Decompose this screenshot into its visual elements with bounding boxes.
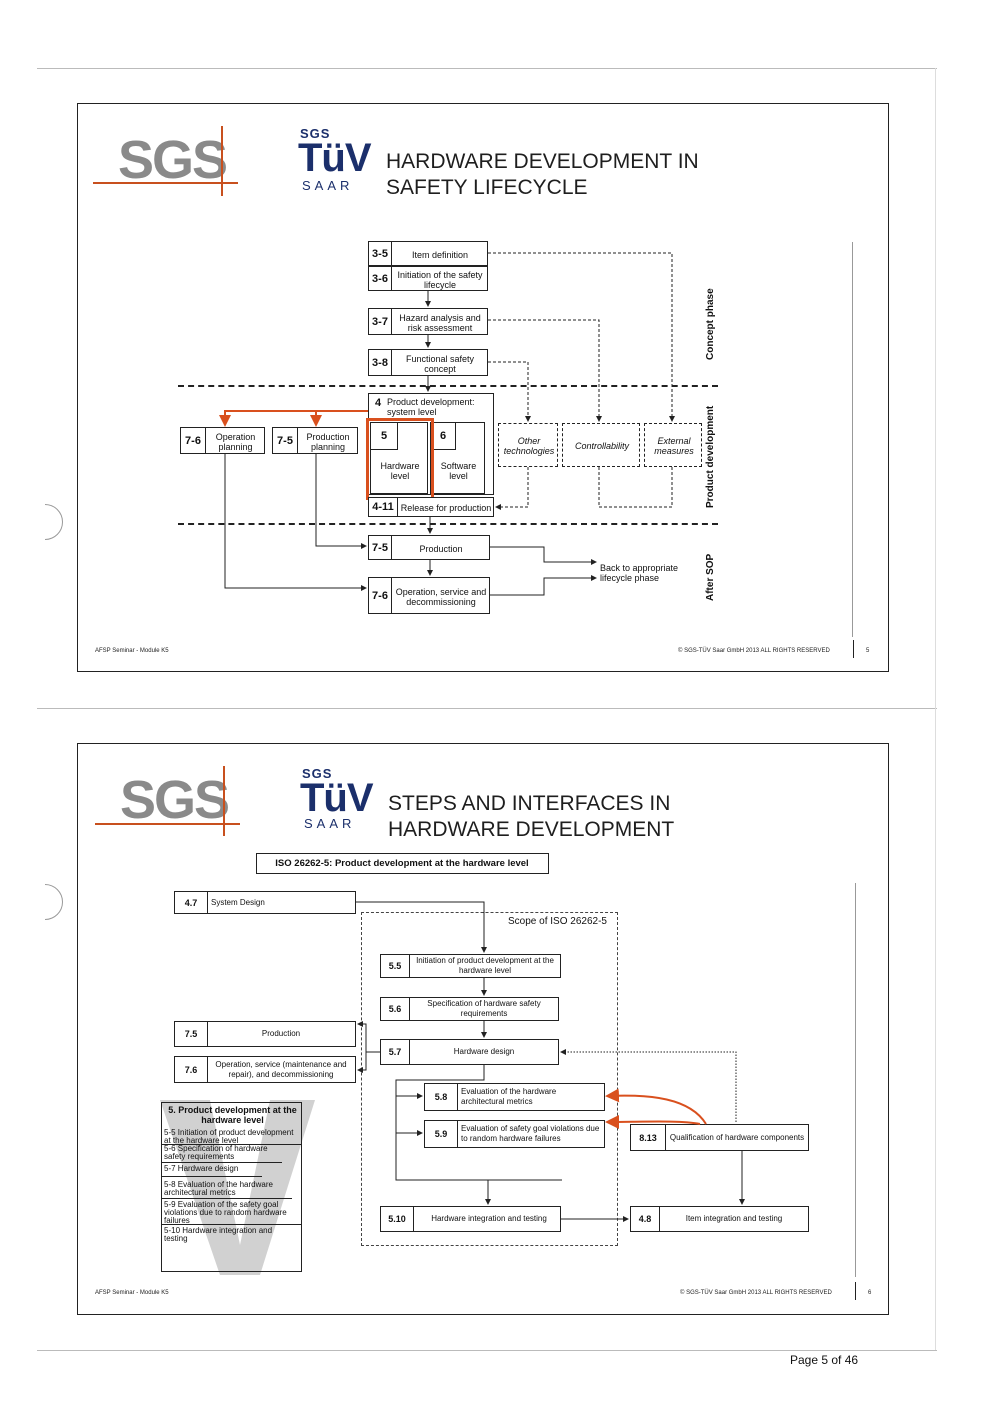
box-7-6: 7.6 Operation, service (maintenance and …: [174, 1056, 356, 1083]
slide2-footer-right: © SGS-TÜV Saar GmbH 2013 ALL RIGHTS RESE…: [680, 1290, 832, 1296]
slide1-title-line1: HARDWARE DEVELOPMENT IN: [386, 150, 699, 173]
box-7-6-operation-planning: 7-6 Operation planning: [180, 427, 265, 454]
slide2-footer-left: AFSP Seminar - Module K5: [95, 1290, 169, 1296]
box-7-5-production-planning: 7-5 Production planning: [272, 427, 358, 454]
legend-item-1: 5-5 Initiation of product development at…: [162, 1129, 301, 1145]
slide2-title-line2: HARDWARE DEVELOPMENT: [388, 818, 675, 841]
box-controllability: Controllability: [562, 423, 640, 467]
box-3-7: 3-7 Hazard analysis and risk assessment: [368, 308, 488, 335]
tuv-logo: TüV: [298, 136, 372, 180]
legend-title: 5. Product development at the hardware l…: [168, 1105, 297, 1125]
box-5-5: 5.5 Initiation of product development at…: [380, 954, 561, 978]
box-7-5: 7.5 Production: [174, 1021, 356, 1047]
box-external-measures: External measures: [644, 423, 702, 467]
slide1-page-number: 5: [866, 648, 870, 654]
box-3-5: 3-5 Item definition: [368, 241, 488, 266]
slide2-page-number: 6: [868, 1290, 872, 1296]
box-4-11: 4-11 Release for production: [368, 497, 494, 517]
v-model-graphic: [150, 1095, 320, 1278]
scope-box: [361, 912, 618, 1246]
slide1-title-line2: SAFETY LIFECYCLE: [386, 176, 588, 199]
tuv-logo-top: SGS: [300, 126, 331, 141]
iso-header: ISO 26262-5: Product development at the …: [256, 853, 549, 874]
box-3-8: 3-8 Functional safety concept: [368, 349, 488, 376]
slide1-footer-right: © SGS-TÜV Saar GmbH 2013 ALL RIGHTS RESE…: [678, 648, 830, 654]
legend-item-5: 5-9 Evaluation of the safety goal violat…: [162, 1201, 301, 1225]
back-to-lifecycle: Back to appropriate lifecycle phase: [600, 563, 679, 583]
tuv-logo-2: TüV: [300, 776, 374, 820]
box-5-9: 5.9 Evaluation of safety goal violations…: [424, 1120, 605, 1148]
legend-item-3: 5-7 Hardware design: [162, 1165, 262, 1177]
scope-label: Scope of ISO 26262-5: [508, 916, 607, 927]
tuv-logo-top-2: SGS: [302, 766, 333, 781]
box-5-10: 5.10 Hardware integration and testing: [380, 1206, 561, 1232]
legend-box: 5. Product development at the hardware l…: [161, 1102, 302, 1272]
box-5-8: 5.8 Evaluation of the hardware architect…: [424, 1083, 605, 1111]
box-6-software: 6 Software level: [430, 422, 485, 494]
slide1-footer-left: AFSP Seminar - Module K5: [95, 648, 169, 654]
box-5-7: 5.7 Hardware design: [380, 1039, 559, 1065]
box-5-hardware: 5 Hardware level: [370, 422, 428, 494]
box-8-13: 8.13 Qualification of hardware component…: [630, 1124, 809, 1151]
box-4-8: 4.8 Item integration and testing: [630, 1206, 809, 1232]
sgs-logo-2: SGS: [120, 770, 230, 830]
legend-item-6: 5-10 Hardware integration and testing: [164, 1226, 273, 1243]
page-footer: Page 5 of 46: [790, 1353, 859, 1367]
box-3-6: 3-6 Initiation of the safety lifecycle: [368, 266, 488, 291]
box-7-5-production: 7-5 Production: [368, 535, 490, 560]
legend-item-4: 5-8 Evaluation of the hardware architect…: [162, 1181, 292, 1199]
box-5-6: 5.6 Specification of hardware safety req…: [380, 997, 559, 1021]
tuv-logo-bottom: SAAR: [302, 178, 354, 193]
box-7-6-operation: 7-6 Operation, service and decommissioni…: [368, 577, 490, 614]
legend-item-2: 5-6 Specification of hardware safety req…: [162, 1145, 282, 1163]
slide2-title-line1: STEPS AND INTERFACES IN: [388, 792, 671, 815]
box-4-7: 4.7 System Design: [174, 891, 356, 914]
tuv-logo-bottom-2: SAAR: [304, 816, 356, 831]
box-other-technologies: Other technologies: [498, 423, 558, 467]
sgs-logo: SGS: [118, 130, 228, 190]
